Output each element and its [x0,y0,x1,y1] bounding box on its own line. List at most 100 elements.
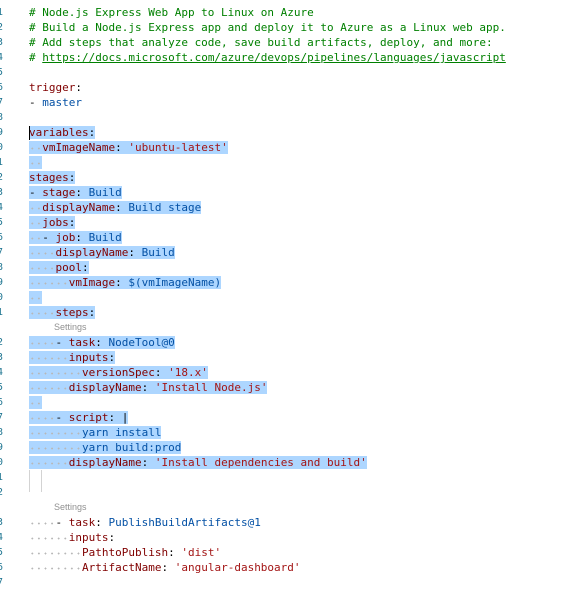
codelens-settings[interactable]: Settings [54,322,87,332]
line-content: variables: [29,125,96,140]
whitespace [29,261,56,274]
line-number: 8 [0,260,9,275]
code-line[interactable]: 3 # Add steps that analyze code, save bui… [0,35,573,50]
code-line[interactable]: 5 PathtoPublish: 'dist' [0,545,573,560]
line-content: steps: [29,305,96,320]
line-content: vmImage: $(vmImageName) [29,275,222,290]
punctuation: : [108,531,116,544]
yaml-key: trigger [29,81,76,94]
yaml-key: displayName [42,201,116,214]
code-line[interactable]: 6 ArtifactName: 'angular-dashboard' [0,560,573,575]
code-line[interactable]: 4 versionSpec: '18.x' [0,365,573,380]
code-line[interactable]: 0 vmImageName: 'ubuntu-latest' [0,140,573,155]
code-line[interactable]: 7 [0,575,573,590]
code-line[interactable]: 1 steps: [0,305,573,320]
code-line[interactable]: 6 [0,395,573,410]
yaml-key: ArtifactName [81,561,162,574]
yaml-key: jobs [42,216,69,229]
code-line[interactable]: 8 pool: [0,260,573,275]
punctuation: | [121,411,129,424]
punctuation: : [161,561,175,574]
punctuation: : [115,141,129,154]
line-number: 7 [0,575,9,590]
code-line[interactable]: 5 jobs: [0,215,573,230]
line-content: - task: NodeTool@0 [29,335,175,350]
code-line[interactable]: 3 - task: PublishBuildArtifacts@1 [0,515,573,530]
line-number: 5 [0,545,9,560]
code-line[interactable]: 8 yarn install [0,425,573,440]
punctuation: - [55,336,69,349]
code-line[interactable]: 6 - job: Build [0,230,573,245]
whitespace [29,456,69,469]
punctuation: : [68,171,76,184]
yaml-key: displayName [55,246,129,259]
yaml-value: master [42,96,82,109]
punctuation: : [95,336,109,349]
codelens-settings[interactable]: Settings [54,502,87,512]
code-line[interactable]: 2 [0,485,573,500]
code-line[interactable]: 4 inputs: [0,530,573,545]
line-number: 3 [0,35,9,50]
whitespace [29,516,56,529]
punctuation: : [88,306,96,319]
punctuation: - [55,516,69,529]
punctuation: : [115,201,129,214]
whitespace [29,366,82,379]
punctuation: : [68,216,76,229]
text-cursor [29,126,30,140]
line-number: 5 [0,65,9,80]
yaml-value: Build stage [128,201,202,214]
comment: # Add steps that analyze code, save buil… [29,36,493,49]
line-content: yarn install [29,425,162,440]
yaml-value: PublishBuildArtifacts@1 [108,516,261,529]
code-line[interactable]: 6trigger: [0,80,573,95]
yaml-value: $(vmImageName) [128,276,222,289]
yaml-key: inputs [68,351,109,364]
code-line[interactable]: 7 - script: | [0,410,573,425]
code-line[interactable]: 5 [0,65,573,80]
yaml-key: steps [55,306,89,319]
line-content: yarn build:prod [29,440,182,455]
code-line[interactable]: 5 displayName: 'Install Node.js' [0,380,573,395]
code-line[interactable]: 9 vmImage: $(vmImageName) [0,275,573,290]
comment-link[interactable]: https://docs.microsoft.com/azure/devops/… [42,51,506,64]
code-line[interactable]: 2stages: [0,170,573,185]
line-content: ArtifactName: 'angular-dashboard' [29,560,301,575]
code-line[interactable]: 8 [0,110,573,125]
code-line[interactable]: 2 - task: NodeTool@0 [0,335,573,350]
code-line[interactable]: 1# Node.js Express Web App to Linux on A… [0,5,573,20]
punctuation: : [154,366,169,379]
line-content: inputs: [29,530,115,545]
punctuation: : [108,411,122,424]
code-line[interactable]: 3 inputs: [0,350,573,365]
code-line[interactable]: 1 [0,470,573,485]
line-content: # Build a Node.js Express app and deploy… [29,20,506,35]
line-number: 2 [0,335,9,350]
comment: # [29,51,43,64]
code-line[interactable]: 0 displayName: 'Install dependencies and… [0,455,573,470]
line-number: 8 [0,425,9,440]
code-line[interactable]: 4# https://docs.microsoft.com/azure/devo… [0,50,573,65]
code-line[interactable]: 7- master [0,95,573,110]
code-line[interactable]: 4 displayName: Build stage [0,200,573,215]
line-number: 3 [0,185,9,200]
line-content [29,290,43,305]
line-number: 0 [0,455,9,470]
line-number: 2 [0,485,9,500]
code-line[interactable]: 3- stage: Build [0,185,573,200]
code-line[interactable]: 7 displayName: Build [0,245,573,260]
punctuation: - [29,186,43,199]
line-number: 6 [0,560,9,575]
line-content: pool: [29,260,89,275]
line-number: 2 [0,20,9,35]
whitespace [29,531,69,544]
line-number: 4 [0,365,9,380]
code-line[interactable]: 9 yarn build:prod [0,440,573,455]
code-line[interactable]: 2 # Build a Node.js Express app and deplo… [0,20,573,35]
code-line[interactable]: 9variables: [0,125,573,140]
line-number: 5 [0,380,9,395]
code-line[interactable]: 0 [0,290,573,305]
yaml-key: task [68,516,96,529]
code-line[interactable]: 1 [0,155,573,170]
